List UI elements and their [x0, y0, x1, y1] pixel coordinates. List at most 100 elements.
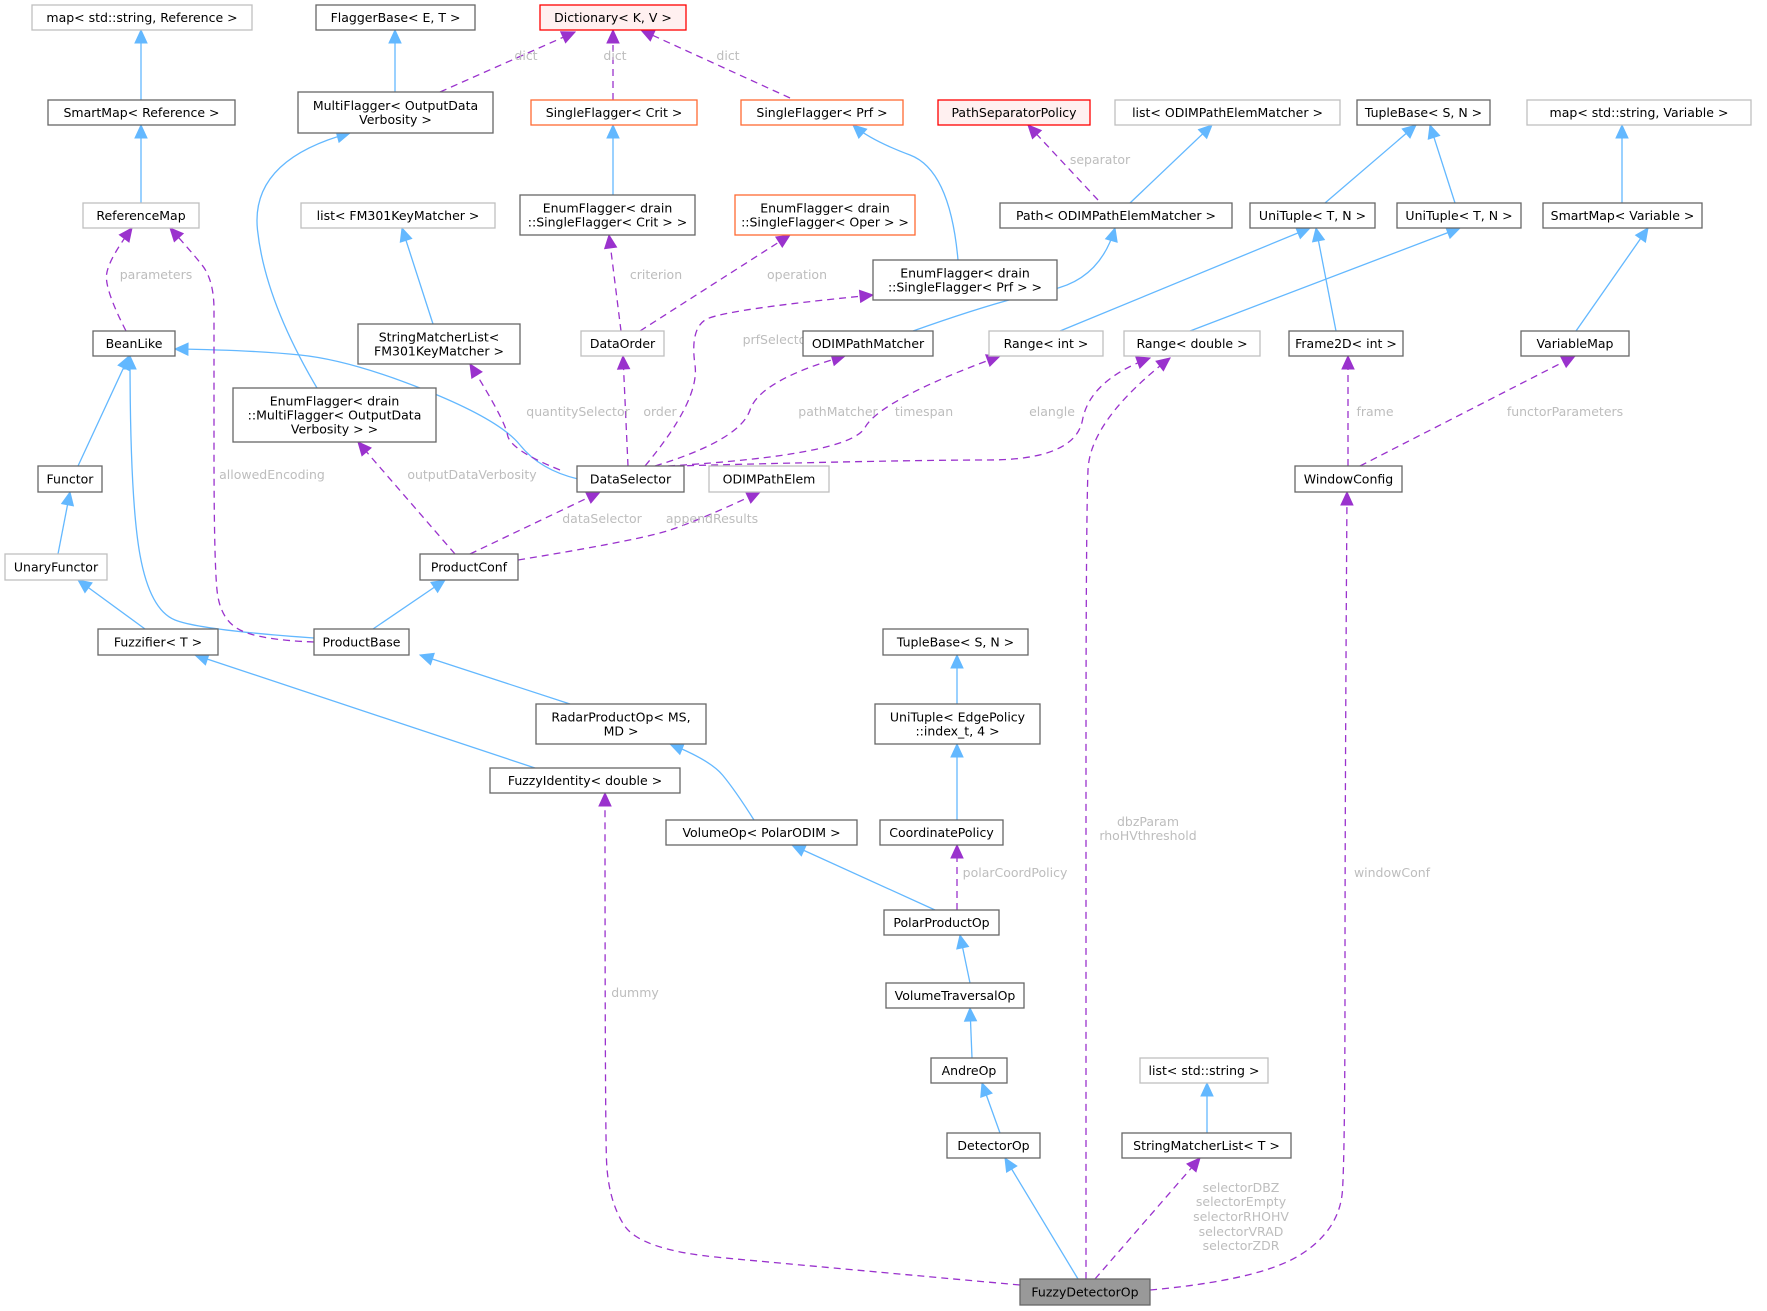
- class-box[interactable]: [740, 99, 904, 126]
- class-node-unituple1[interactable]: UniTuple< T, N >: [1249, 202, 1376, 229]
- class-box[interactable]: [519, 194, 696, 236]
- class-node-fuzzydetectorop[interactable]: FuzzyDetectorOp: [1019, 1278, 1151, 1306]
- class-box[interactable]: [82, 202, 200, 229]
- class-box[interactable]: [1114, 99, 1341, 126]
- class-box[interactable]: [1294, 465, 1403, 493]
- class-node-stringmatcherlist-fm301[interactable]: StringMatcherList<FM301KeyMatcher >: [357, 323, 521, 365]
- class-node-radarproductop[interactable]: RadarProductOp< MS,MD >: [535, 703, 707, 745]
- class-box[interactable]: [872, 259, 1058, 301]
- class-node-list-fm301[interactable]: list< FM301KeyMatcher >: [300, 202, 496, 229]
- class-node-referencemap[interactable]: ReferenceMap: [82, 202, 200, 229]
- class-box[interactable]: [1542, 202, 1703, 229]
- class-node-polarproductop[interactable]: PolarProductOp: [883, 909, 1000, 936]
- class-node-pathseparatorpolicy[interactable]: PathSeparatorPolicy: [937, 99, 1091, 126]
- class-box[interactable]: [1139, 1057, 1269, 1084]
- class-box[interactable]: [535, 703, 707, 745]
- class-node-flaggerbase[interactable]: FlaggerBase< E, T >: [315, 4, 476, 31]
- class-node-functor[interactable]: Functor: [37, 465, 103, 493]
- class-box[interactable]: [879, 819, 1004, 846]
- class-box[interactable]: [313, 628, 410, 656]
- class-box[interactable]: [4, 553, 108, 581]
- class-box[interactable]: [802, 330, 934, 357]
- class-node-smartmap-ref[interactable]: SmartMap< Reference >: [47, 99, 236, 126]
- class-node-andreop[interactable]: AndreOp: [930, 1057, 1008, 1084]
- class-node-tuplebase2[interactable]: TupleBase< S, N >: [882, 628, 1029, 656]
- class-box[interactable]: [708, 465, 830, 493]
- class-node-unituple2[interactable]: UniTuple< T, N >: [1396, 202, 1522, 229]
- class-box[interactable]: [734, 194, 916, 236]
- class-node-dataorder[interactable]: DataOrder: [580, 330, 665, 357]
- class-node-unituple-edge[interactable]: UniTuple< EdgePolicy::index_t, 4 >: [874, 703, 1041, 745]
- class-node-frame2d[interactable]: Frame2D< int >: [1288, 330, 1404, 357]
- class-node-unaryfunctor[interactable]: UnaryFunctor: [4, 553, 108, 581]
- class-box[interactable]: [999, 202, 1233, 229]
- class-node-variablemap[interactable]: VariableMap: [1520, 330, 1630, 357]
- class-node-enumflagger-prf[interactable]: EnumFlagger< drain::SingleFlagger< Prf >…: [872, 259, 1058, 301]
- class-node-fuzzifier[interactable]: Fuzzifier< T >: [97, 628, 219, 656]
- class-box[interactable]: [297, 91, 494, 134]
- class-box[interactable]: [988, 330, 1104, 357]
- class-box[interactable]: [300, 202, 496, 229]
- class-box[interactable]: [885, 982, 1025, 1009]
- class-node-enumflagger-oper[interactable]: EnumFlagger< drain::SingleFlagger< Oper …: [734, 194, 916, 236]
- class-node-singleflagger-prf[interactable]: SingleFlagger< Prf >: [740, 99, 904, 126]
- class-node-productconf[interactable]: ProductConf: [419, 553, 519, 581]
- class-box[interactable]: [97, 628, 219, 656]
- class-box[interactable]: [357, 323, 521, 365]
- class-node-list-string[interactable]: list< std::string >: [1139, 1057, 1269, 1084]
- class-box[interactable]: [1121, 1132, 1292, 1159]
- class-box[interactable]: [92, 330, 176, 357]
- class-box[interactable]: [937, 99, 1091, 126]
- class-box[interactable]: [539, 4, 687, 31]
- class-node-coordinatepolicy[interactable]: CoordinatePolicy: [879, 819, 1004, 846]
- class-box[interactable]: [1019, 1278, 1151, 1306]
- class-box[interactable]: [1123, 330, 1261, 357]
- class-box[interactable]: [1520, 330, 1630, 357]
- class-box[interactable]: [874, 703, 1041, 745]
- class-box[interactable]: [489, 767, 681, 794]
- class-node-fuzzyidentity[interactable]: FuzzyIdentity< double >: [489, 767, 681, 794]
- class-box[interactable]: [1526, 99, 1752, 126]
- class-node-windowconfig[interactable]: WindowConfig: [1294, 465, 1403, 493]
- class-box[interactable]: [580, 330, 665, 357]
- class-box[interactable]: [419, 553, 519, 581]
- class-box[interactable]: [1356, 99, 1491, 126]
- class-node-beanlike[interactable]: BeanLike: [92, 330, 176, 357]
- class-node-range-double[interactable]: Range< double >: [1123, 330, 1261, 357]
- class-node-map-var[interactable]: map< std::string, Variable >: [1526, 99, 1752, 126]
- class-box[interactable]: [665, 819, 858, 846]
- class-node-smartmap-var[interactable]: SmartMap< Variable >: [1542, 202, 1703, 229]
- class-node-list-odimpathelemmatcher[interactable]: list< ODIMPathElemMatcher >: [1114, 99, 1341, 126]
- class-node-productbase[interactable]: ProductBase: [313, 628, 410, 656]
- class-box[interactable]: [31, 4, 253, 31]
- class-node-enumflagger-crit[interactable]: EnumFlagger< drain::SingleFlagger< Crit …: [519, 194, 696, 236]
- class-box[interactable]: [47, 99, 236, 126]
- class-node-odimpathmatcher[interactable]: ODIMPathMatcher: [802, 330, 934, 357]
- class-box[interactable]: [530, 99, 698, 126]
- class-node-dictionary[interactable]: Dictionary< K, V >: [539, 4, 687, 31]
- class-box[interactable]: [946, 1132, 1041, 1159]
- class-node-volumeop[interactable]: VolumeOp< PolarODIM >: [665, 819, 858, 846]
- class-box[interactable]: [576, 465, 685, 493]
- class-box[interactable]: [930, 1057, 1008, 1084]
- class-box[interactable]: [315, 4, 476, 31]
- class-box[interactable]: [232, 387, 437, 443]
- class-node-dataselector[interactable]: DataSelector: [576, 465, 685, 493]
- class-node-detectorop[interactable]: DetectorOp: [946, 1132, 1041, 1159]
- class-box[interactable]: [1396, 202, 1522, 229]
- class-box[interactable]: [883, 909, 1000, 936]
- class-node-volumetraversalop[interactable]: VolumeTraversalOp: [885, 982, 1025, 1009]
- class-node-odimpathelem[interactable]: ODIMPathElem: [708, 465, 830, 493]
- class-box[interactable]: [882, 628, 1029, 656]
- class-node-map-ref[interactable]: map< std::string, Reference >: [31, 4, 253, 31]
- class-node-enumflagger-multi[interactable]: EnumFlagger< drain::MultiFlagger< Output…: [232, 387, 437, 443]
- class-box[interactable]: [1249, 202, 1376, 229]
- class-box[interactable]: [1288, 330, 1404, 357]
- class-box[interactable]: [37, 465, 103, 493]
- class-node-stringmatcherlist-t[interactable]: StringMatcherList< T >: [1121, 1132, 1292, 1159]
- class-node-tuplebase1[interactable]: TupleBase< S, N >: [1356, 99, 1491, 126]
- class-node-singleflagger-crit[interactable]: SingleFlagger< Crit >: [530, 99, 698, 126]
- class-node-range-int[interactable]: Range< int >: [988, 330, 1104, 357]
- class-node-path-odim[interactable]: Path< ODIMPathElemMatcher >: [999, 202, 1233, 229]
